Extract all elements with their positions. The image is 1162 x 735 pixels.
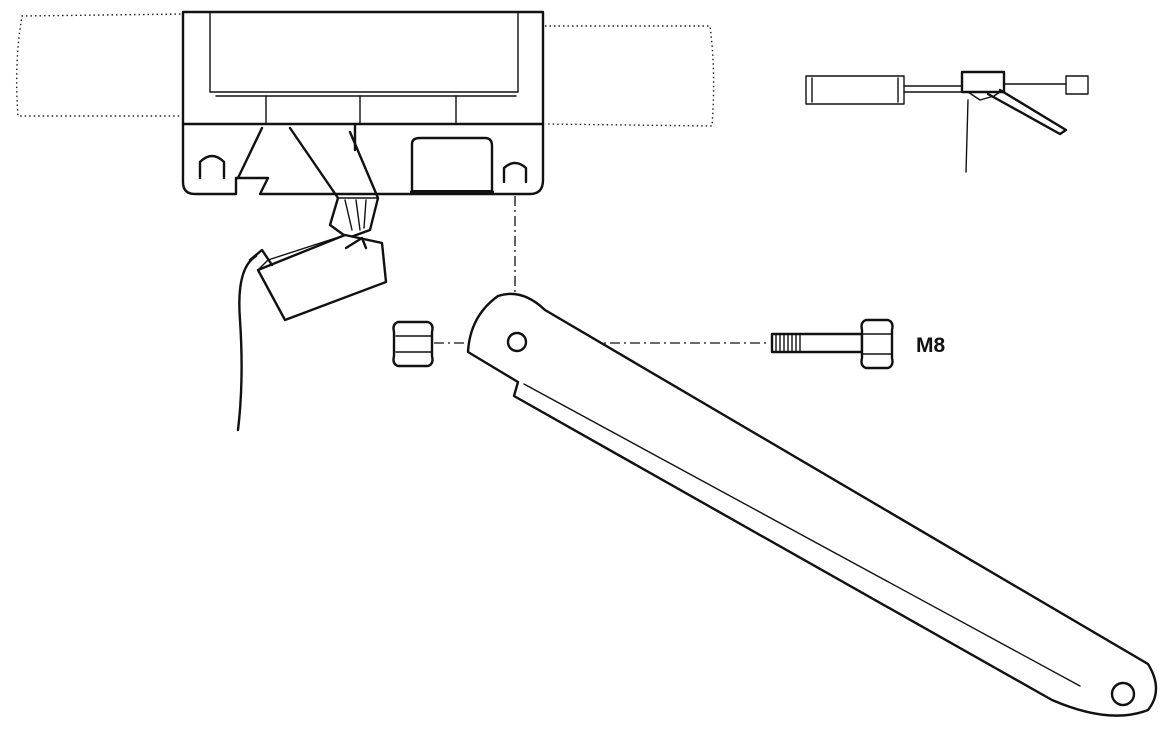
cartridge-icon [248, 126, 388, 322]
overview-thumbnail-icon [805, 70, 1089, 173]
nut-icon [392, 320, 434, 368]
phantom-bar-icon [15, 13, 715, 127]
bolt-size-label: M8 [916, 334, 945, 357]
bolt-icon [770, 318, 894, 370]
motor-housing-icon [181, 10, 545, 196]
signal-wire-icon [236, 254, 258, 432]
mounting-arm-icon [466, 292, 1158, 717]
